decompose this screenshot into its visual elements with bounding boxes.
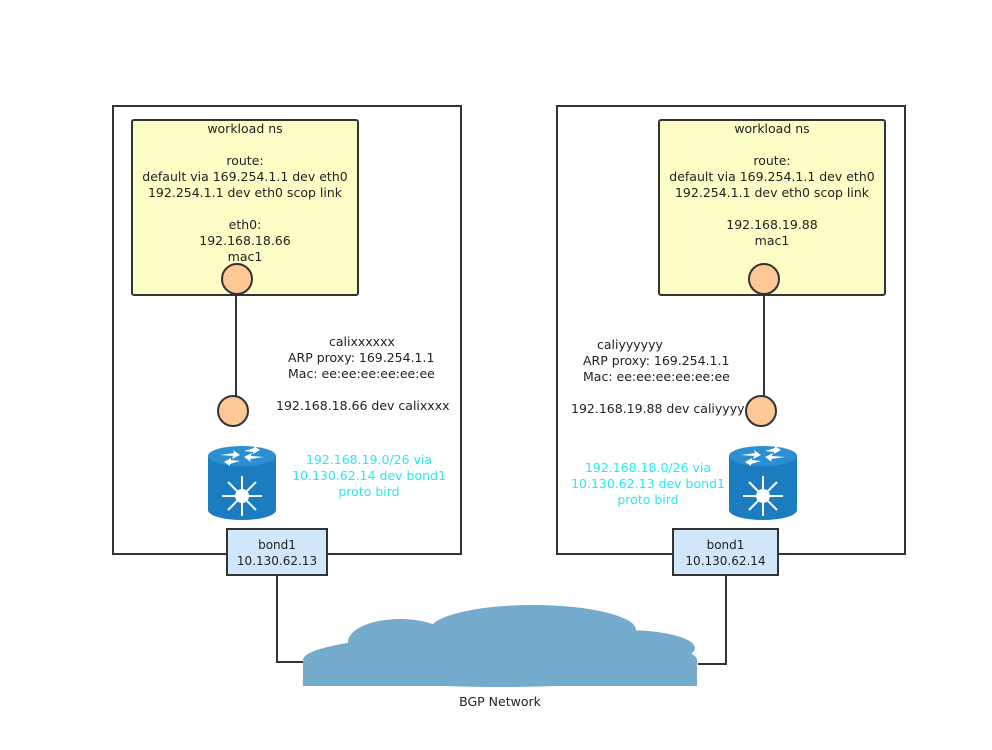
right-cali-route: 192.168.19.88 dev caliyyyy xyxy=(571,401,745,416)
right-bgp-route-3: proto bird xyxy=(617,492,679,507)
right-bgp-route-1: 192.168.18.0/26 via xyxy=(584,460,712,475)
right-ns-route-heading: route: xyxy=(753,153,791,168)
left-bond-link xyxy=(276,576,305,663)
bgp-network-label: BGP Network xyxy=(459,694,541,709)
left-ns-mac: mac1 xyxy=(227,249,263,264)
left-ns-route-heading: route: xyxy=(226,153,264,168)
left-cali-mac: Mac: ee:ee:ee:ee:ee:ee xyxy=(288,366,435,381)
right-ns-route-2: 192.254.1.1 dev eth0 scop link xyxy=(674,185,869,200)
left-ns-ip: 192.168.18.66 xyxy=(199,233,291,248)
left-bgp-route-3: proto bird xyxy=(338,484,400,499)
right-ns-route-1: default via 169.254.1.1 dev eth0 xyxy=(669,169,875,184)
right-bgp-route-2: 10.130.62.13 dev bond1 xyxy=(571,476,725,491)
left-ns-route-1: default via 169.254.1.1 dev eth0 xyxy=(142,169,348,184)
left-cali-interface-icon xyxy=(217,395,249,427)
left-bond1-box: bond1 10.130.62.13 xyxy=(226,528,328,576)
left-cali-arp: ARP proxy: 169.254.1.1 xyxy=(288,350,435,365)
left-bgp-route-1: 192.168.19.0/26 via xyxy=(305,452,433,467)
right-ns-title: workload ns xyxy=(734,121,810,136)
left-ns-title: workload ns xyxy=(207,121,283,136)
left-bond-ip: 10.130.62.13 xyxy=(236,554,318,568)
right-ns-mac: mac1 xyxy=(754,233,790,248)
right-cali-mac: Mac: ee:ee:ee:ee:ee:ee xyxy=(583,369,730,384)
left-ns-eth-label: eth0: xyxy=(228,217,262,232)
right-cali-interface-icon xyxy=(745,395,777,427)
left-bgp-route-2: 10.130.62.14 dev bond1 xyxy=(292,468,446,483)
left-bond-name: bond1 xyxy=(258,538,296,552)
left-cali-route: 192.168.18.66 dev calixxxx xyxy=(276,398,450,413)
right-cali-arp: ARP proxy: 169.254.1.1 xyxy=(583,353,730,368)
right-router-icon xyxy=(729,446,797,522)
right-cali-name: caliyyyyyy xyxy=(597,337,663,352)
right-ns-ip: 192.168.19.88 xyxy=(726,217,818,232)
right-eth0-interface-icon xyxy=(748,263,780,295)
left-router-icon xyxy=(208,446,276,522)
cloud-shape xyxy=(303,605,697,687)
left-ns-route-2: 192.254.1.1 dev eth0 scop link xyxy=(147,185,342,200)
right-bond-link xyxy=(698,576,727,665)
right-bond-name: bond1 xyxy=(706,538,745,552)
right-bond-ip: 10.130.62.14 xyxy=(685,554,766,568)
left-cali-name: calixxxxxx xyxy=(329,334,395,349)
left-eth0-interface-icon xyxy=(221,263,253,295)
right-bond1-box: bond1 10.130.62.14 xyxy=(672,528,779,576)
